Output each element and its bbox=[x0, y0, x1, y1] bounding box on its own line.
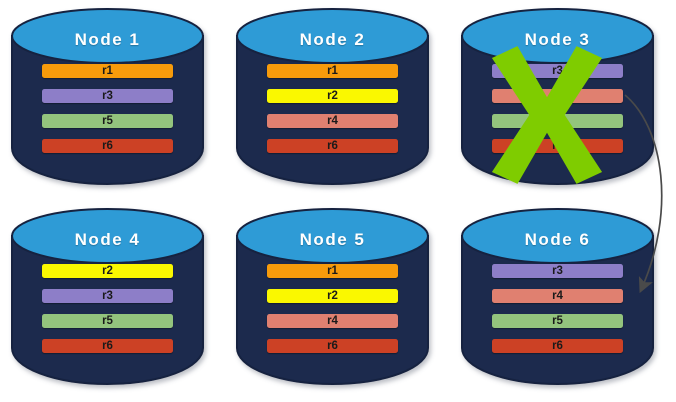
replica-bar[interactable]: r2 bbox=[42, 264, 173, 278]
replica-bar[interactable]: r2 bbox=[267, 89, 398, 103]
replica-bar[interactable]: r1 bbox=[267, 64, 398, 78]
replica-label: r3 bbox=[102, 290, 113, 302]
replica-bar[interactable]: r5 bbox=[42, 314, 173, 328]
replica-bar[interactable]: r3 bbox=[492, 264, 623, 278]
replica-bar[interactable]: r6 bbox=[42, 339, 173, 353]
replica-label: r4 bbox=[327, 115, 338, 127]
replica-list: r1 r2 r4 r6 bbox=[267, 64, 398, 164]
replica-bar[interactable]: r2 bbox=[267, 289, 398, 303]
replica-bar[interactable]: r5 bbox=[492, 114, 623, 128]
replica-label: r4 bbox=[327, 315, 338, 327]
replica-bar[interactable]: r4 bbox=[492, 89, 623, 103]
replica-bar[interactable]: r6 bbox=[267, 339, 398, 353]
replica-bar[interactable]: r1 bbox=[267, 264, 398, 278]
replica-bar[interactable]: r5 bbox=[42, 114, 173, 128]
replica-bar[interactable]: r4 bbox=[492, 289, 623, 303]
replica-label: r6 bbox=[102, 140, 113, 152]
replica-label: r3 bbox=[552, 65, 563, 77]
replica-label: r1 bbox=[327, 65, 338, 77]
replica-list: r3 r4 r5 r6 bbox=[492, 64, 623, 164]
replica-label: r6 bbox=[552, 340, 563, 352]
replica-label: r3 bbox=[552, 265, 563, 277]
replica-bar[interactable]: r3 bbox=[492, 64, 623, 78]
replica-label: r1 bbox=[102, 65, 113, 77]
replica-label: r4 bbox=[552, 290, 563, 302]
replica-label: r5 bbox=[102, 315, 113, 327]
replica-bar[interactable]: r3 bbox=[42, 89, 173, 103]
replica-bar[interactable]: r6 bbox=[492, 139, 623, 153]
replica-label: r5 bbox=[552, 115, 563, 127]
replica-bar[interactable]: r5 bbox=[492, 314, 623, 328]
replica-list: r1 r3 r5 r6 bbox=[42, 64, 173, 164]
replica-label: r3 bbox=[102, 90, 113, 102]
replica-label: r5 bbox=[552, 315, 563, 327]
replica-label: r5 bbox=[102, 115, 113, 127]
replica-label: r6 bbox=[552, 140, 563, 152]
replica-list: r3 r4 r5 r6 bbox=[492, 264, 623, 364]
replica-label: r2 bbox=[327, 90, 338, 102]
replica-list: r1 r2 r4 r6 bbox=[267, 264, 398, 364]
replica-list: r2 r3 r5 r6 bbox=[42, 264, 173, 364]
replica-bar[interactable]: r6 bbox=[42, 139, 173, 153]
replica-label: r1 bbox=[327, 265, 338, 277]
replica-bar[interactable]: r1 bbox=[42, 64, 173, 78]
replica-label: r2 bbox=[102, 265, 113, 277]
replica-label: r2 bbox=[327, 290, 338, 302]
replica-label: r6 bbox=[327, 140, 338, 152]
replica-bar[interactable]: r3 bbox=[42, 289, 173, 303]
replica-bar[interactable]: r6 bbox=[267, 139, 398, 153]
replica-bar[interactable]: r6 bbox=[492, 339, 623, 353]
replica-label: r4 bbox=[552, 90, 563, 102]
replica-bar[interactable]: r4 bbox=[267, 114, 398, 128]
replica-bar[interactable]: r4 bbox=[267, 314, 398, 328]
replica-label: r6 bbox=[102, 340, 113, 352]
replica-label: r6 bbox=[327, 340, 338, 352]
